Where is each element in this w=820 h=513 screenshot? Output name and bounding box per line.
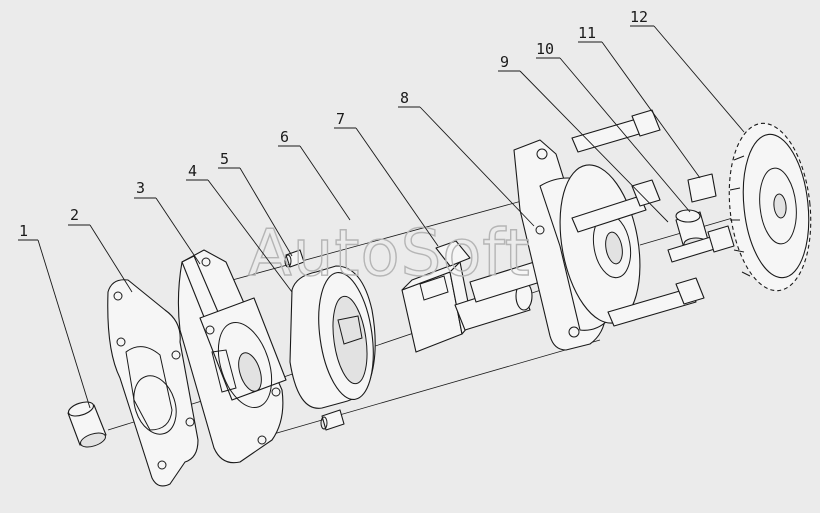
part-3-pump-cover <box>177 249 287 464</box>
part-1-bushing <box>67 401 107 448</box>
part-12-drive-gear <box>728 122 812 292</box>
callouts: 1 2 3 4 5 6 7 8 9 10 11 12 <box>18 8 745 409</box>
callout-8: 8 <box>400 89 409 107</box>
callout-7: 7 <box>336 110 345 128</box>
callout-12: 12 <box>630 8 648 26</box>
callout-1: 1 <box>19 222 28 240</box>
callout-2: 2 <box>70 206 79 224</box>
part-11-short-bolts <box>667 173 735 263</box>
callout-10: 10 <box>536 40 554 58</box>
callout-3: 3 <box>136 179 145 197</box>
callout-5: 5 <box>220 150 229 168</box>
part-2-gasket <box>107 279 199 487</box>
part-4-outer-rotor <box>289 265 376 409</box>
callout-6: 6 <box>280 128 289 146</box>
part-9-long-bolts <box>571 109 705 327</box>
callout-9: 9 <box>500 53 509 71</box>
part-6-inner-rotor <box>401 261 533 353</box>
callout-4: 4 <box>188 162 197 180</box>
watermark-text: AutoSoft <box>248 217 531 291</box>
callout-11: 11 <box>578 24 596 42</box>
